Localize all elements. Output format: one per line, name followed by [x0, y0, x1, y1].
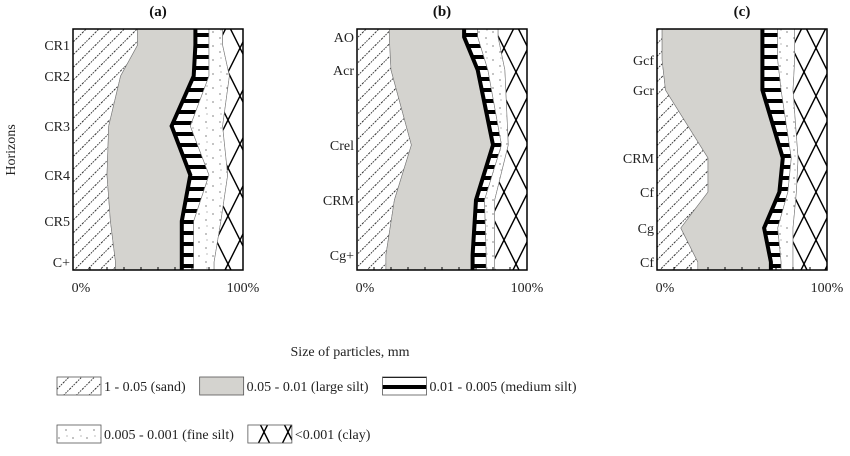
legend-label: 0.01 - 0.005 (medium silt) [430, 380, 577, 395]
horizon-label: CR5 [44, 215, 70, 230]
medium-silt-boundary [169, 29, 198, 270]
horizon-label: Cg [638, 222, 654, 237]
panel-title: (b) [433, 4, 451, 20]
horizon-label: Cg+ [330, 249, 354, 264]
x-tick-label: 0% [656, 281, 675, 296]
panel-title: (a) [149, 4, 167, 20]
legend-label: <0.001 (clay) [295, 428, 371, 443]
y-axis-label: Horizons [4, 124, 19, 175]
legend-swatch [382, 376, 427, 396]
legend-swatch [199, 376, 245, 396]
legend-item-medium-silt: 0.01 - 0.005 (medium silt) [382, 376, 577, 396]
x-axis-label: Size of particles, mm [291, 345, 410, 360]
horizon-label: CR4 [44, 169, 70, 184]
medium-silt-boundary [462, 29, 496, 270]
legend-swatch [56, 424, 102, 444]
legend-swatch [247, 424, 293, 444]
horizon-label: CR3 [44, 120, 70, 135]
horizon-label: CR1 [44, 39, 70, 54]
legend-item-fine-silt: 0.005 - 0.001 (fine silt) [56, 424, 234, 444]
horizon-label: AO [334, 31, 354, 46]
horizon-label: Cf [640, 186, 654, 201]
legend-label: 1 - 0.05 (sand) [104, 380, 186, 395]
panel-title: (c) [734, 4, 751, 20]
area-clay [792, 28, 828, 271]
x-tick-label: 100% [227, 281, 260, 296]
legend: 1 - 0.05 (sand) 0.05 - 0.01 (large silt) 0… [56, 376, 577, 444]
legend-item-clay: <0.001 (clay) [247, 424, 371, 444]
horizon-label: Gcr [633, 84, 654, 99]
x-tick-label: 0% [72, 281, 91, 296]
medium-silt-boundary [760, 29, 785, 270]
x-tick-label: 100% [811, 281, 844, 296]
horizon-label: Acr [333, 64, 354, 79]
legend-swatch [56, 376, 102, 396]
horizon-label: C+ [53, 256, 70, 271]
legend-item-large-silt: 0.05 - 0.01 (large silt) [199, 376, 369, 396]
horizon-label: CRM [623, 152, 655, 167]
x-tick-label: 100% [511, 281, 544, 296]
x-tick-label: 0% [356, 281, 375, 296]
horizon-label: CR2 [44, 70, 70, 85]
legend-label: 0.05 - 0.01 (large silt) [247, 380, 369, 395]
legend-label: 0.005 - 0.001 (fine silt) [104, 428, 234, 443]
horizon-label: Crel [330, 139, 354, 154]
horizon-label: CRM [323, 194, 355, 209]
horizon-label: Cf [640, 256, 654, 271]
legend-item-sand: 1 - 0.05 (sand) [56, 376, 186, 396]
horizon-label: Gcf [633, 54, 654, 69]
